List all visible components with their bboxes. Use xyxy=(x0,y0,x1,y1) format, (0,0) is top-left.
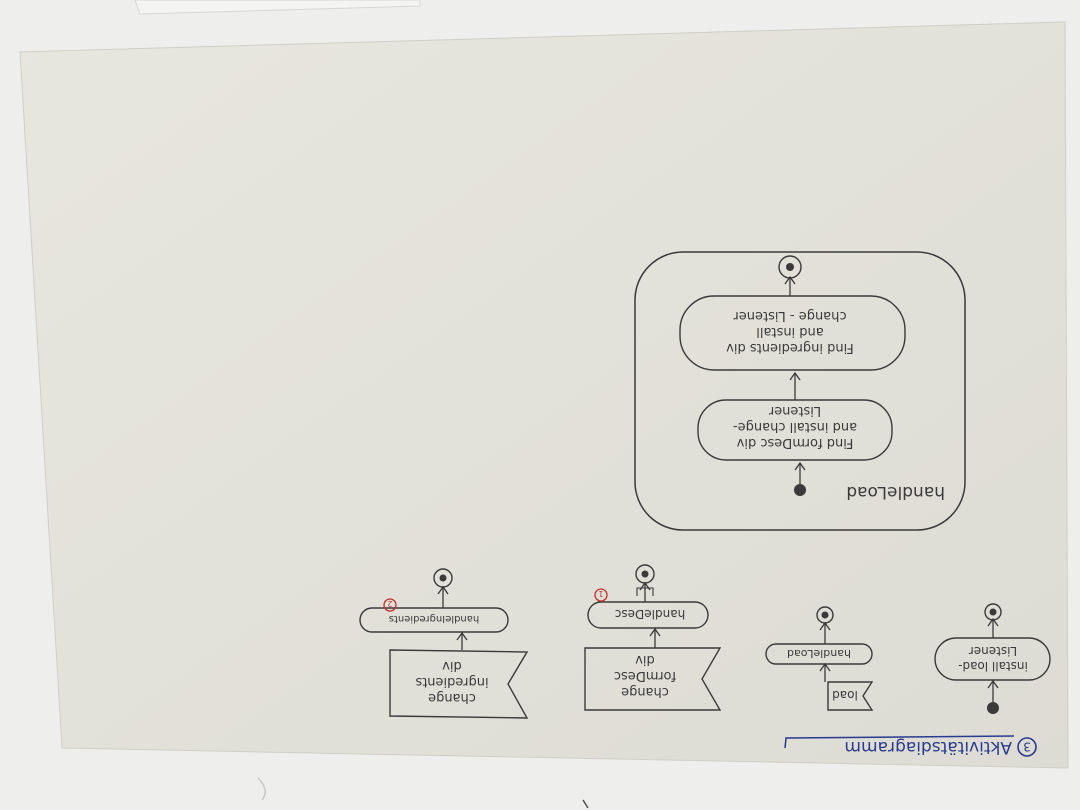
arrow-icon xyxy=(789,371,801,381)
step2-line2: and install xyxy=(756,324,824,339)
heading-number-circle xyxy=(1017,737,1037,757)
paper-sheet xyxy=(19,21,1069,769)
arrow-icon xyxy=(456,631,468,641)
flow-load: load handleLoad xyxy=(765,606,874,711)
step1-line3: Listener xyxy=(768,403,821,418)
signal-label-line2: ingredients xyxy=(415,674,488,689)
reference-badge xyxy=(594,588,608,602)
heading-underline xyxy=(784,735,1015,749)
action-node xyxy=(765,643,873,665)
flow-handle-ingredients: change ingredients div handleIngredients… xyxy=(359,568,529,719)
step2-line1: Find ingredients div xyxy=(726,340,854,355)
flow-install-load-listener: install load- Listener xyxy=(934,603,1051,714)
arrow-icon xyxy=(794,461,806,471)
signal-node xyxy=(827,681,874,711)
arrow-icon xyxy=(987,617,999,627)
final-node-icon xyxy=(816,606,834,624)
final-node-icon xyxy=(433,568,453,588)
action-label-line1: install load- xyxy=(958,659,1028,673)
signal-node xyxy=(584,647,722,711)
action-node xyxy=(359,607,509,633)
reference-number: 2 xyxy=(387,599,392,608)
action-label: handleLoad xyxy=(787,647,851,660)
sheet-heading: 3 Aktivitätsdiagramm xyxy=(784,735,1037,757)
signal-label-line2: formDesc xyxy=(614,668,676,683)
final-node-icon xyxy=(984,603,1002,621)
initial-node-icon xyxy=(794,484,806,496)
signal-label-line1: change xyxy=(428,690,476,705)
heading-title: Aktivitätsdiagramm xyxy=(844,737,1012,757)
action-label: handleDesc xyxy=(615,607,685,621)
reference-number: 1 xyxy=(598,589,603,598)
flow-handle-desc: change formDesc div handleDesc 1 xyxy=(584,564,722,711)
arrow-icon xyxy=(784,275,796,285)
action-find-ingredients xyxy=(679,295,906,371)
upside-down-content: 3 Aktivitätsdiagramm install load- Liste… xyxy=(359,251,1051,757)
initial-node-icon xyxy=(987,702,999,714)
action-node xyxy=(587,601,709,629)
signal-label-line3: div xyxy=(635,652,655,667)
handle-load-activity: handleLoad Find formDesc div and install… xyxy=(634,251,966,531)
step1-line2: and install change- xyxy=(733,419,857,434)
action-label-line2: Listener xyxy=(969,644,1017,658)
activity-title: handleLoad xyxy=(846,482,945,502)
final-node-icon xyxy=(778,255,802,279)
signal-label-line3: div xyxy=(442,658,462,673)
desk-mark xyxy=(582,799,589,809)
final-node-icon xyxy=(635,564,655,584)
signal-label-line1: change xyxy=(621,684,669,699)
step2-line3: change - Listener xyxy=(733,308,847,323)
arrow-icon xyxy=(649,627,661,637)
reference-badge xyxy=(383,598,397,612)
desk-mark xyxy=(257,777,266,801)
signal-label: load xyxy=(832,688,858,702)
fork-mark-icon xyxy=(636,587,654,596)
activity-frame xyxy=(634,251,966,531)
signal-node xyxy=(389,649,529,719)
arrow-icon xyxy=(987,679,999,689)
action-label: handleIngredients xyxy=(389,613,480,624)
step1-line1: Find formDesc div xyxy=(736,435,853,450)
background-sheet xyxy=(134,0,421,15)
heading-number: 3 xyxy=(1023,740,1031,754)
